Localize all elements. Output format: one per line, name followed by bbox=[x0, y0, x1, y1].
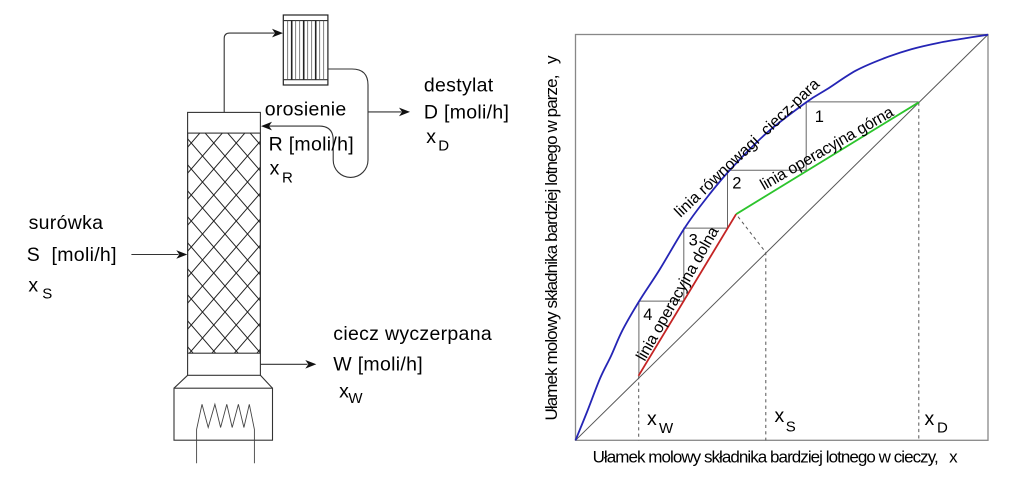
svg-text:4: 4 bbox=[643, 306, 652, 324]
svg-text:destylat: destylat bbox=[424, 75, 494, 97]
svg-text:D [moli/h]: D [moli/h] bbox=[424, 102, 509, 124]
svg-text:W [moli/h]: W [moli/h] bbox=[333, 353, 423, 375]
svg-text:ciecz wyczerpana: ciecz wyczerpana bbox=[333, 323, 492, 345]
svg-text:surówka: surówka bbox=[29, 212, 104, 234]
svg-text:x: x bbox=[28, 275, 38, 297]
svg-text:S: S bbox=[42, 285, 52, 302]
svg-text:x: x bbox=[775, 405, 785, 427]
svg-text:x: x bbox=[647, 408, 657, 430]
svg-text:orosienie: orosienie bbox=[265, 99, 347, 121]
svg-text:D: D bbox=[937, 419, 948, 436]
svg-text:S [moli/h]: S [moli/h] bbox=[27, 244, 117, 266]
svg-text:Ułamek molowy składnika bardzi: Ułamek molowy składnika bardziej lotnego… bbox=[542, 55, 561, 421]
svg-text:R: R bbox=[282, 170, 293, 187]
svg-text:2: 2 bbox=[732, 174, 741, 192]
svg-text:3: 3 bbox=[689, 231, 698, 249]
svg-text:W: W bbox=[659, 420, 674, 437]
svg-text:x: x bbox=[925, 408, 935, 430]
svg-text:W: W bbox=[348, 390, 363, 407]
svg-text:D: D bbox=[438, 137, 449, 154]
svg-text:R [moli/h]: R [moli/h] bbox=[269, 134, 354, 156]
svg-text:1: 1 bbox=[815, 108, 824, 126]
svg-text:x: x bbox=[426, 126, 436, 148]
svg-text:Ułamek molowy składnika bardzi: Ułamek molowy składnika bardziej lotnego… bbox=[593, 448, 959, 467]
svg-text:x: x bbox=[339, 380, 349, 402]
svg-text:S: S bbox=[786, 419, 796, 436]
svg-text:x: x bbox=[270, 157, 280, 179]
